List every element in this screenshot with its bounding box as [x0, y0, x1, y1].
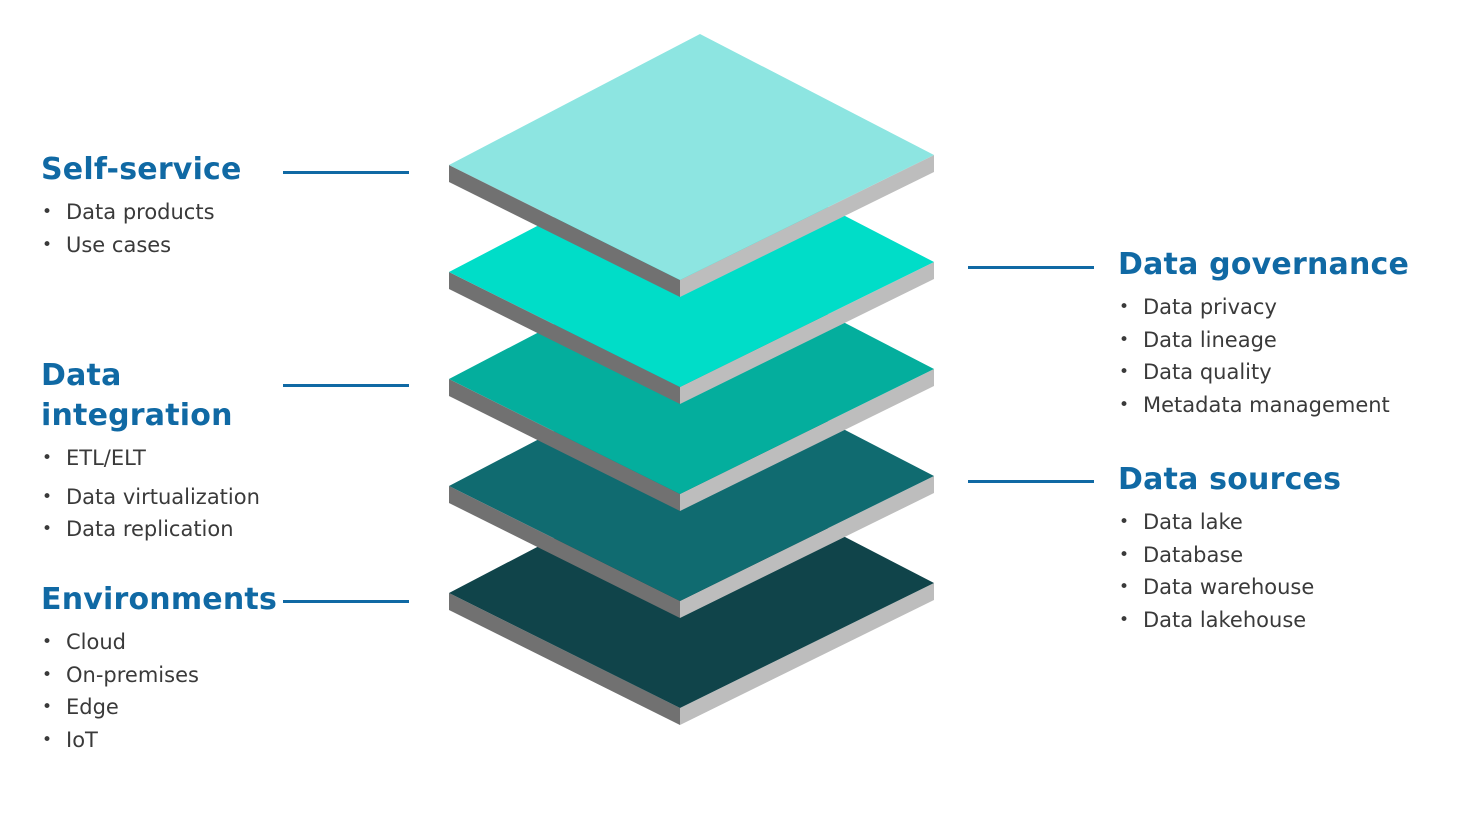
stack-layer-1 — [449, 34, 934, 297]
layer-right-side — [680, 262, 934, 404]
list-item: Cloud — [41, 626, 277, 659]
data-sources-connector — [968, 480, 1094, 483]
environments-list: Cloud On-premises Edge IoT — [41, 626, 277, 756]
layer-right-side — [680, 369, 934, 511]
data-governance-title: Data governance — [1118, 247, 1410, 282]
list-item: Use cases — [41, 229, 242, 262]
list-item: Data replication — [41, 513, 260, 546]
environments-connector — [283, 600, 409, 603]
data-governance-connector — [968, 266, 1094, 269]
layer-left-side — [449, 165, 680, 297]
list-item: Edge — [41, 691, 277, 724]
list-item: Data warehouse — [1118, 571, 1341, 604]
data-governance-group: Data governance Data privacy Data lineag… — [1118, 245, 1409, 421]
layer-left-side — [449, 379, 680, 511]
data-integration-group: Data integration ETL/ELT Data virtualiza… — [41, 356, 260, 546]
layer-right-side — [680, 476, 934, 618]
self-service-list: Data products Use cases — [41, 196, 242, 261]
list-item: On-premises — [41, 659, 277, 692]
list-item: IoT — [41, 724, 277, 757]
layer-left-side — [449, 486, 680, 618]
data-integration-list: ETL/ELT Data virtualization Data replica… — [41, 442, 260, 546]
layer-right-side — [680, 583, 934, 725]
data-integration-connector — [283, 384, 409, 387]
environments-title: Environments — [41, 582, 278, 617]
environments-group: Environments Cloud On-premises Edge IoT — [41, 580, 277, 756]
self-service-connector — [283, 171, 409, 174]
layer-right-side — [680, 155, 934, 297]
list-item: Database — [1118, 539, 1341, 572]
data-sources-title: Data sources — [1118, 462, 1342, 497]
layer-left-side — [449, 593, 680, 725]
list-item: Data privacy — [1118, 291, 1409, 324]
list-item: Data products — [41, 196, 242, 229]
data-sources-list: Data lake Database Data warehouse Data l… — [1118, 506, 1341, 636]
self-service-title: Self-service — [41, 152, 242, 187]
layer-left-side — [449, 272, 680, 404]
list-item: Metadata management — [1118, 389, 1409, 422]
list-item: ETL/ELT — [41, 442, 260, 475]
layer-top-face — [449, 34, 934, 280]
list-item: Data quality — [1118, 356, 1409, 389]
list-item: Data virtualization — [41, 481, 260, 514]
list-item: Data lakehouse — [1118, 604, 1341, 637]
data-integration-title: Data integration — [41, 358, 233, 433]
data-governance-list: Data privacy Data lineage Data quality M… — [1118, 291, 1409, 421]
list-item: Data lineage — [1118, 324, 1409, 357]
data-sources-group: Data sources Data lake Database Data war… — [1118, 460, 1341, 636]
list-item: Data lake — [1118, 506, 1341, 539]
self-service-group: Self-service Data products Use cases — [41, 150, 242, 261]
